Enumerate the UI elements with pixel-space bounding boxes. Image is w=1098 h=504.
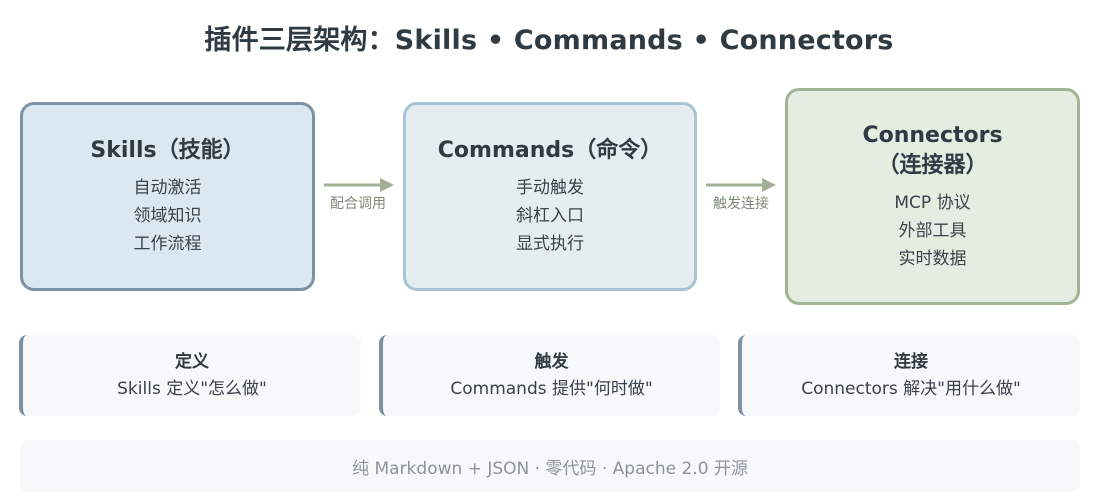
card-body: Connectors 解决"用什么做" <box>801 378 1021 399</box>
skills-line: 领域知识 <box>133 205 202 226</box>
connectors-box-title: Connectors （连接器） <box>862 121 1002 181</box>
connectors-box: Connectors （连接器） MCP 协议 外部工具 实时数据 <box>785 88 1080 305</box>
arrow-label-2: 触发连接 <box>713 196 769 212</box>
connectors-line: 实时数据 <box>898 248 967 269</box>
connectors-box-lines: MCP 协议 外部工具 实时数据 <box>894 189 970 273</box>
arrow-skills-to-commands <box>324 178 394 192</box>
skills-line: 自动激活 <box>133 177 202 198</box>
trigger-card: 触发 Commands 提供"何时做" <box>379 335 720 416</box>
card-heading: 触发 <box>534 351 569 372</box>
skills-box-title: Skills（技能） <box>90 137 245 163</box>
arrow-commands-to-connectors <box>706 178 776 192</box>
skills-box-lines: 自动激活 领域知识 工作流程 <box>134 174 202 258</box>
diagram-title: 插件三层架构：Skills • Commands • Connectors <box>204 25 894 56</box>
commands-box-lines: 手动触发 斜杠入口 显式执行 <box>516 174 584 258</box>
definition-card: 定义 Skills 定义"怎么做" <box>19 335 361 416</box>
card-heading: 定义 <box>175 351 209 372</box>
connect-card: 连接 Connectors 解决"用什么做" <box>738 335 1080 416</box>
commands-line: 手动触发 <box>516 177 584 198</box>
arrow-label-1: 配合调用 <box>330 196 386 212</box>
commands-line: 显式执行 <box>516 233 584 254</box>
connectors-line: MCP 协议 <box>894 192 971 213</box>
connectors-title-line2: （连接器） <box>877 152 988 178</box>
connectors-title-line1: Connectors <box>862 122 1003 148</box>
commands-line: 斜杠入口 <box>516 205 584 226</box>
connectors-line: 外部工具 <box>898 220 967 241</box>
card-body: Skills 定义"怎么做" <box>117 378 267 399</box>
card-body: Commands 提供"何时做" <box>450 378 653 399</box>
skills-box: Skills（技能） 自动激活 领域知识 工作流程 <box>20 102 315 291</box>
commands-box: Commands（命令） 手动触发 斜杠入口 显式执行 <box>403 102 697 291</box>
commands-box-title: Commands（命令） <box>437 137 663 163</box>
card-heading: 连接 <box>894 351 928 372</box>
skills-line: 工作流程 <box>133 233 202 254</box>
footer-note: 纯 Markdown + JSON · 零代码 · Apache 2.0 开源 <box>20 440 1080 492</box>
